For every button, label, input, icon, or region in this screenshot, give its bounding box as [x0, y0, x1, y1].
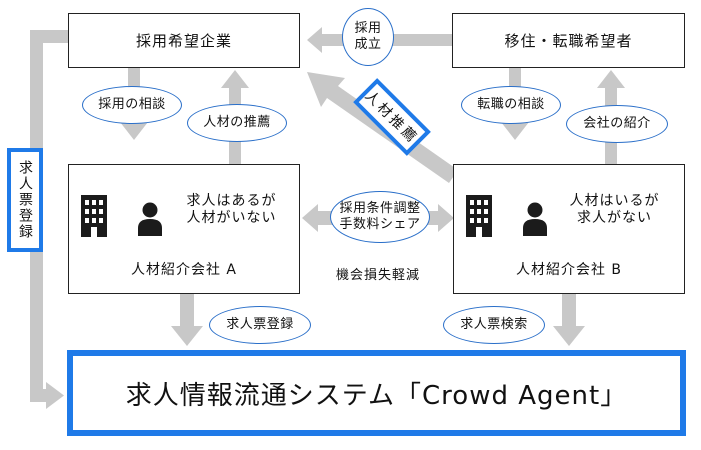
person-icon	[523, 202, 547, 236]
company-up-head	[221, 70, 249, 88]
job-posting-registration-label: 求人票登録	[226, 317, 294, 332]
agency-a-name: 人材紹介会社 A	[130, 262, 238, 278]
hiring-companies-box: 採用希望企業	[68, 13, 300, 68]
conditions-line2: 手数料シェア	[339, 217, 421, 232]
career-consultation-label: 転職の相談	[477, 97, 545, 112]
hiring-established-line1: 採用	[354, 21, 382, 36]
agency-a-down-shaft	[180, 294, 194, 326]
agency-b-down-shaft	[562, 294, 576, 326]
agency-a-box: 求人はあるが 人材がいない 人材紹介会社 A	[68, 164, 300, 294]
talent-recommendation-label: 人材の推薦	[203, 115, 271, 130]
agency-b-down-head	[553, 326, 585, 346]
crowd-agent-system-label: 求人情報流通システム「Crowd Agent」	[125, 380, 628, 411]
company-down-head	[120, 122, 148, 140]
career-consultation-ellipse: 転職の相談	[461, 86, 561, 124]
job-seekers-box: 移住・転職希望者	[452, 13, 685, 68]
left-path-bottom	[30, 389, 46, 402]
hiring-consultation-ellipse: 採用の相談	[82, 86, 182, 124]
building-icon	[466, 195, 492, 237]
hiring-established-line2: 成立	[354, 37, 382, 52]
left-registration-label: 求人票登録	[17, 160, 33, 240]
left-path-arrowhead	[46, 382, 64, 409]
agency-a-down-head	[171, 326, 203, 346]
company-introduction-ellipse: 会社の紹介	[566, 105, 668, 143]
conditions-line1: 採用条件調整	[339, 201, 421, 216]
crowd-agent-system-box: 求人情報流通システム「Crowd Agent」	[67, 350, 686, 436]
hiring-consultation-label: 採用の相談	[98, 97, 166, 112]
talent-recommendation-ellipse: 人材の推薦	[187, 104, 287, 142]
seeker-up-head	[597, 70, 625, 88]
agency-a-message-line1: 求人はあるが	[186, 193, 277, 209]
hiring-established-ellipse: 採用 成立	[342, 8, 394, 66]
job-posting-registration-ellipse: 求人票登録	[209, 306, 311, 344]
job-posting-search-ellipse: 求人票検索	[443, 306, 545, 344]
agency-a-message-line2: 人材がいない	[186, 210, 277, 226]
person-icon	[138, 202, 162, 236]
left-registration-tag: 求人票登録	[7, 148, 43, 252]
agency-b-message-line1: 人材はいるが	[569, 193, 660, 209]
hiring-companies-label: 採用希望企業	[135, 32, 232, 50]
building-icon	[81, 195, 107, 237]
company-introduction-label: 会社の紹介	[583, 116, 651, 131]
agency-b-name: 人材紹介会社 B	[515, 262, 623, 278]
opportunity-loss-reduction: 機会損失軽減	[335, 268, 420, 283]
agency-b-message: 人材はいるが 求人がない	[552, 193, 677, 227]
conditions-ellipse: 採用条件調整 手数料シェア	[330, 191, 430, 243]
job-posting-search-label: 求人票検索	[460, 317, 528, 332]
agency-b-message-line2: 求人がない	[577, 210, 652, 226]
agency-a-message: 求人はあるが 人材がいない	[169, 193, 294, 227]
seeker-down-head	[501, 122, 529, 140]
job-seekers-label: 移住・転職希望者	[504, 32, 633, 50]
agency-b-box: 人材はいるが 求人がない 人材紹介会社 B	[453, 164, 685, 294]
